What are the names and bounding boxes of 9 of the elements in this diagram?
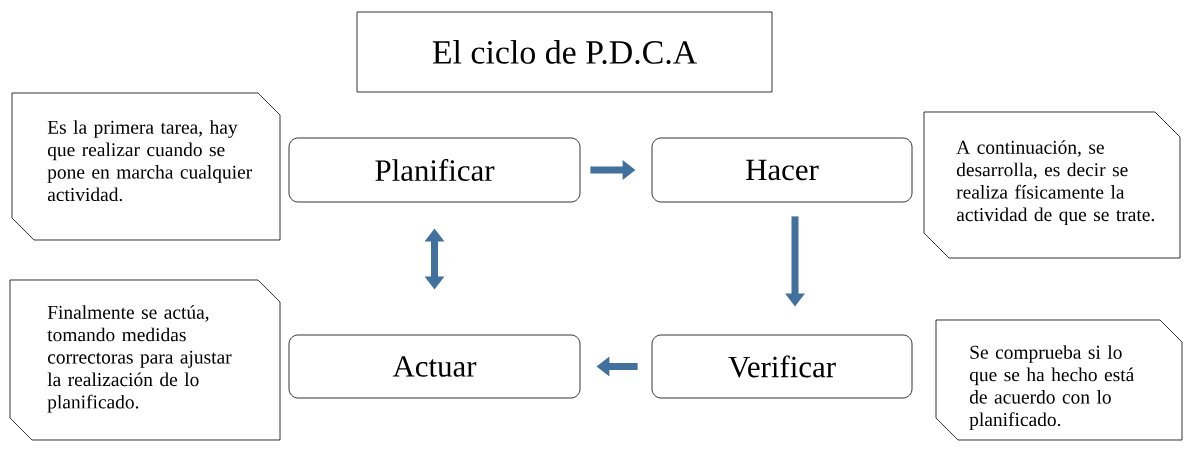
callout-box: Se comprueba si lo que se ha hecho está de acuerdo con lo planificado. [935, 319, 1183, 441]
callout-box: Finalmente se actúa, tomando medidas correctoras para ajustar la realización de lo planificado. [9, 279, 281, 441]
process-box: Verificar [651, 334, 913, 399]
callout-box: Es la primera tarea, hay que realizar cuando se pone en marcha cualquier actividad. [11, 92, 281, 241]
process-box: Hacer [651, 137, 913, 203]
process-box: Actuar [288, 334, 581, 399]
title-box: El ciclo de P.D.C.A [356, 11, 773, 93]
callout-box: A continuación, se desarrolla, es decir se realiza físicamente la actividad de que se trate. [923, 111, 1181, 259]
process-box: Planificar [288, 137, 581, 203]
